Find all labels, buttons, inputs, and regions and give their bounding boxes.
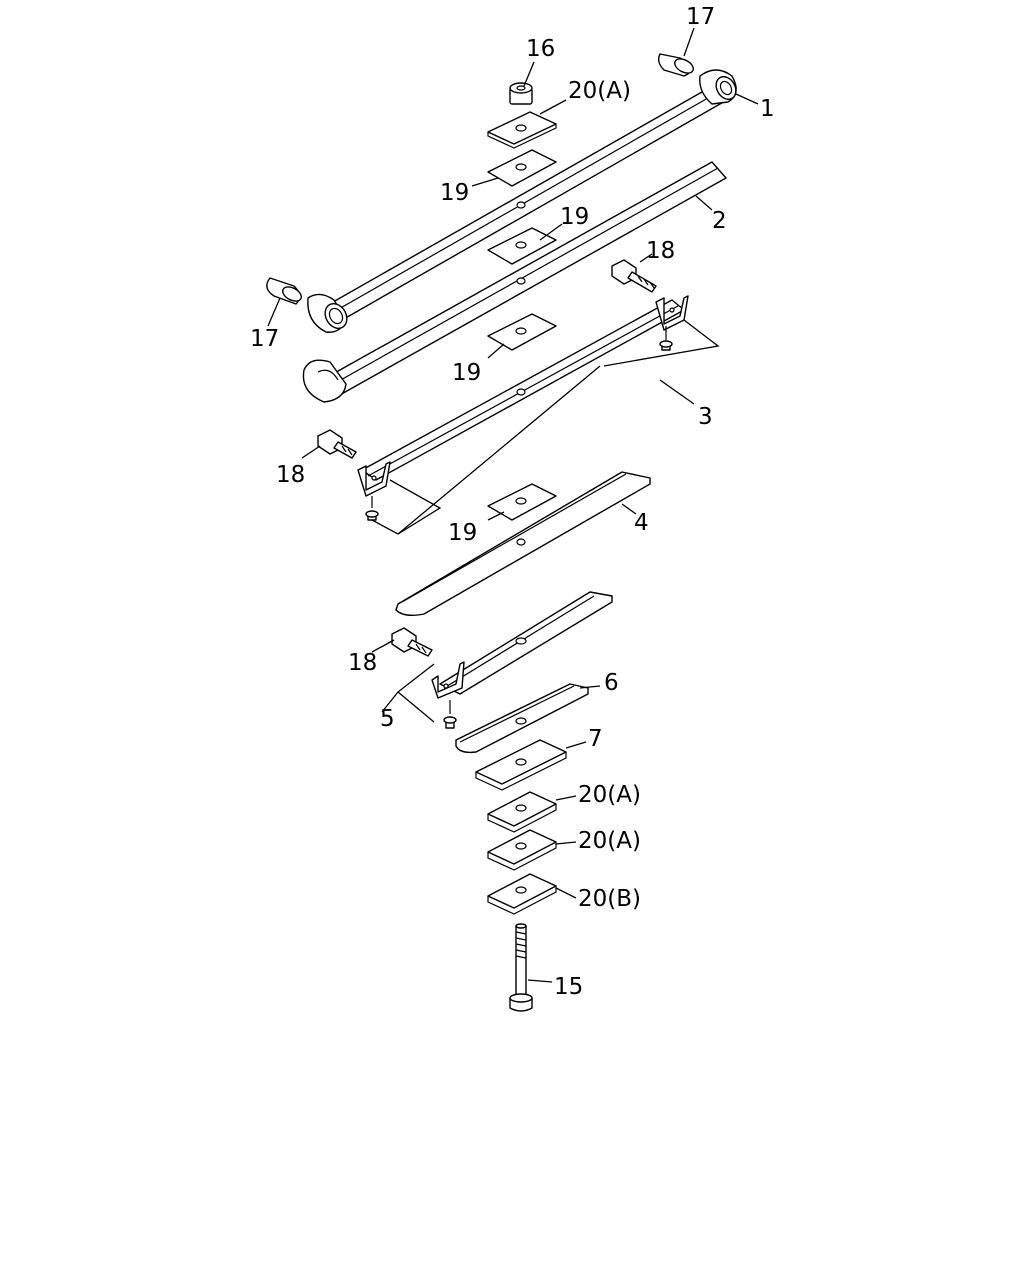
callout-6: 6: [604, 670, 619, 696]
callout-labels: 17 16 20(A) 1 19 2 19 18 17 19 3 18 19 4…: [250, 4, 775, 1000]
callout-2: 2: [712, 208, 727, 234]
callout-19-a: 19: [440, 180, 469, 206]
plate-7: [475, 739, 567, 791]
callout-16: 16: [526, 36, 555, 62]
callout-15: 15: [554, 974, 583, 1000]
callout-20a-1: 20(A): [578, 782, 641, 808]
callout-19-b: 19: [560, 204, 589, 230]
callout-20b: 20(B): [578, 886, 641, 912]
center-bolt-15: [509, 923, 533, 1012]
callout-20a-top: 20(A): [568, 78, 631, 104]
bolt-18-b: [317, 429, 357, 459]
callout-17-top: 17: [686, 4, 715, 30]
callout-1: 1: [760, 96, 775, 122]
bolt-18-c: [391, 627, 433, 657]
shim-20a-2: [487, 829, 557, 871]
main-leaf-1: [307, 69, 737, 333]
callout-20a-2: 20(A): [578, 828, 641, 854]
shim-20a-1: [487, 791, 557, 833]
leaf-4: [395, 471, 651, 617]
bushing-17-top: [657, 53, 694, 77]
pad-19-c: [487, 313, 557, 351]
leaf-5-with-clip: [381, 591, 613, 729]
leader-lines: [267, 27, 759, 983]
leaf-3-with-clips: [357, 295, 720, 535]
callout-18-a: 18: [646, 238, 675, 264]
pad-19-d: [487, 483, 557, 521]
nut-16: [509, 82, 533, 105]
shim-20a-top: [487, 111, 557, 149]
callout-7: 7: [588, 726, 603, 752]
shim-20b: [487, 873, 557, 915]
bushing-17-left: [266, 277, 302, 305]
callout-4: 4: [634, 510, 649, 536]
callout-3: 3: [698, 404, 713, 430]
pad-19-b: [487, 227, 557, 265]
callout-17-left: 17: [250, 326, 279, 352]
callout-5: 5: [380, 706, 395, 732]
leaf-6: [455, 683, 589, 754]
bolt-18-a: [611, 259, 657, 293]
callout-19-d: 19: [448, 520, 477, 546]
callout-18-c: 18: [348, 650, 377, 676]
pad-19-a: [487, 149, 557, 187]
callout-18-b: 18: [276, 462, 305, 488]
leaf-2: [302, 161, 727, 403]
callout-19-c: 19: [452, 360, 481, 386]
